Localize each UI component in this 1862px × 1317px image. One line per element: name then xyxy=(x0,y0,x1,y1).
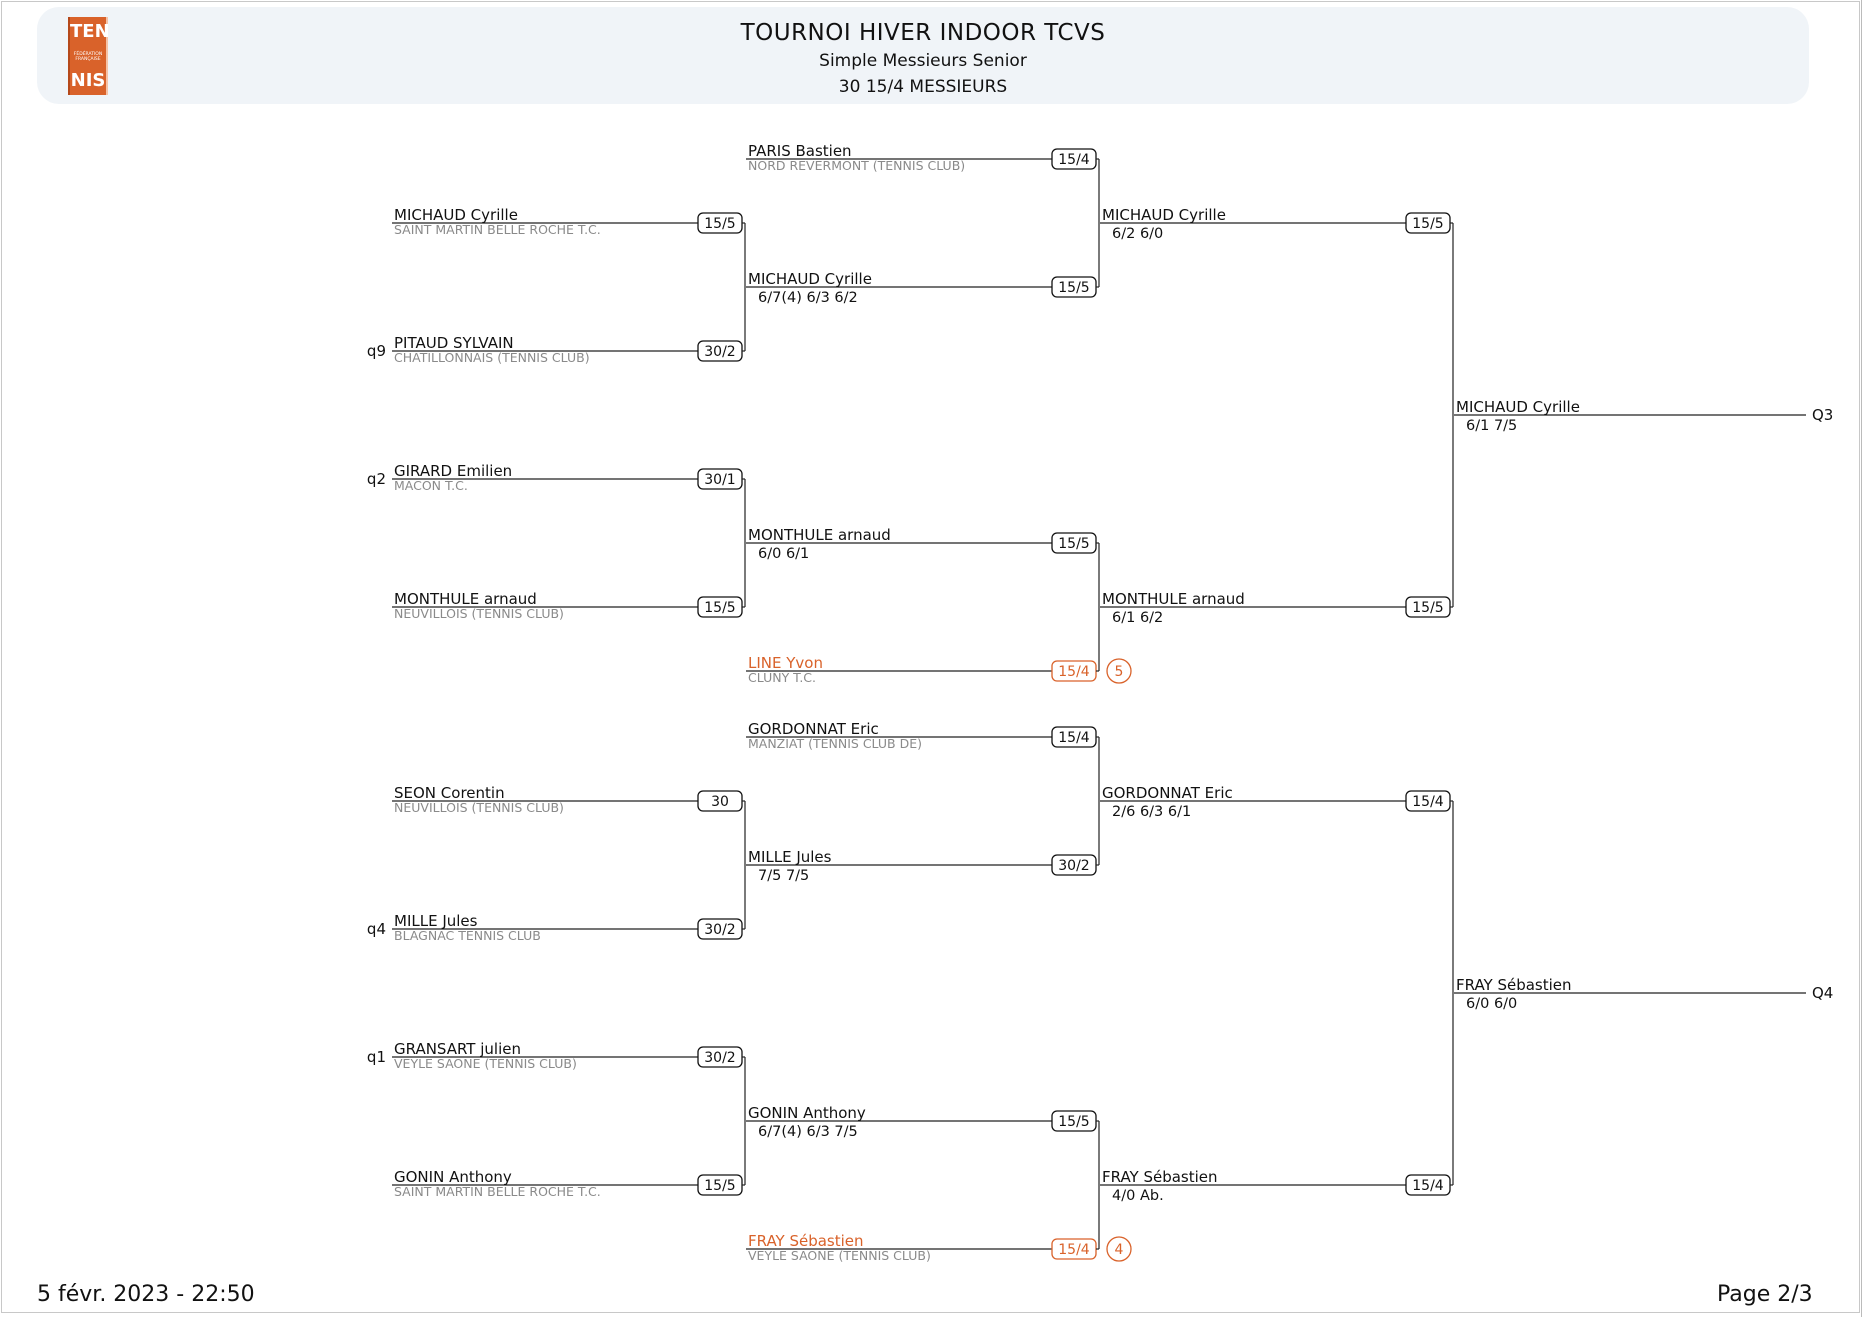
player-club: VEYLE SAONE (TENNIS CLUB) xyxy=(394,1056,577,1071)
player-club: MACON T.C. xyxy=(394,478,468,493)
player-rank: 15/5 xyxy=(704,216,735,232)
head-seed-number: 5 xyxy=(1115,664,1124,680)
player-rank: 15/4 xyxy=(1412,794,1444,810)
logo-text-bottom: NIS xyxy=(70,70,106,91)
player-rank: 30/2 xyxy=(704,922,735,938)
player-rank: 15/5 xyxy=(1412,216,1443,232)
match-score: 6/1 7/5 xyxy=(1466,418,1517,434)
logo-text-middle: FÉDÉRATION FRANÇAISE xyxy=(73,52,103,62)
player-rank: 15/5 xyxy=(1058,536,1089,552)
player-name: MICHAUD Cyrille xyxy=(394,206,518,224)
player-rank: 30/2 xyxy=(704,344,735,360)
match-score: 7/5 7/5 xyxy=(758,868,809,884)
player-rank: 15/4 xyxy=(1412,1178,1444,1194)
match-score: 6/7(4) 6/3 7/5 xyxy=(758,1124,858,1140)
qualifier-seed: q1 xyxy=(367,1048,386,1066)
qualifier-seed: q2 xyxy=(367,470,386,488)
print-date: 5 févr. 2023 - 22:50 xyxy=(37,1282,255,1307)
player-rank: 15/5 xyxy=(1412,600,1443,616)
player-name: MONTHULE arnaud xyxy=(394,590,537,608)
header-titles: TOURNOI HIVER INDOOR TCVS Simple Messieu… xyxy=(37,18,1809,99)
qualifier-seed: q9 xyxy=(367,342,386,360)
event-subtitle: Simple Messieurs Senior xyxy=(819,51,1027,71)
player-rank: 15/4 xyxy=(1058,730,1090,746)
head-seed-circle xyxy=(1106,1236,1132,1262)
page-number: Page 2/3 xyxy=(1717,1282,1813,1307)
match-score: 6/7(4) 6/3 6/2 xyxy=(758,290,858,306)
player-club: CLUNY T.C. xyxy=(748,670,816,685)
player-club: SAINT MARTIN BELLE ROCHE T.C. xyxy=(394,1184,601,1199)
player-name: GONIN Anthony xyxy=(748,1104,866,1122)
player-club: SAINT MARTIN BELLE ROCHE T.C. xyxy=(394,222,601,237)
player-name: MILLE Jules xyxy=(394,912,478,930)
player-name: FRAY Sébastien xyxy=(1456,976,1572,994)
player-name: GIRARD Emilien xyxy=(394,462,512,480)
player-club: NORD REVERMONT (TENNIS CLUB) xyxy=(748,158,965,173)
player-name: GONIN Anthony xyxy=(394,1168,512,1186)
player-name: GORDONNAT Eric xyxy=(1102,784,1233,802)
player-name: PITAUD SYLVAIN xyxy=(394,334,514,352)
player-name: MICHAUD Cyrille xyxy=(1102,206,1226,224)
player-rank: 15/4 xyxy=(1058,152,1090,168)
player-rank: 30 xyxy=(711,794,729,810)
player-name: GRANSART julien xyxy=(394,1040,521,1058)
player-name: MILLE Jules xyxy=(748,848,832,866)
player-club: MANZIAT (TENNIS CLUB DE) xyxy=(748,736,922,751)
match-score: 4/0 Ab. xyxy=(1112,1188,1164,1204)
player-name: SEON Corentin xyxy=(394,784,505,802)
player-rank: 15/5 xyxy=(704,1178,735,1194)
match-score: 6/1 6/2 xyxy=(1112,610,1163,626)
player-name: PARIS Bastien xyxy=(748,142,852,160)
player-club: NEUVILLOIS (TENNIS CLUB) xyxy=(394,800,564,815)
player-rank: 15/4 xyxy=(1058,664,1090,680)
player-name: LINE Yvon xyxy=(748,654,823,672)
player-rank: 15/5 xyxy=(704,600,735,616)
player-name: MONTHULE arnaud xyxy=(748,526,891,544)
tournament-title: TOURNOI HIVER INDOOR TCVS xyxy=(740,20,1106,46)
player-rank: 15/5 xyxy=(1058,280,1089,296)
player-club: BLAGNAC TENNIS CLUB xyxy=(394,928,541,943)
header-band xyxy=(37,7,1809,104)
player-name: FRAY Sébastien xyxy=(748,1232,864,1250)
player-name: MICHAUD Cyrille xyxy=(748,270,872,288)
player-rank: 30/1 xyxy=(704,472,735,488)
match-score: 6/2 6/0 xyxy=(1112,226,1163,242)
player-rank: 30/2 xyxy=(1058,858,1089,874)
head-seed-number: 4 xyxy=(1115,1242,1124,1258)
player-club: VEYLE SAONE (TENNIS CLUB) xyxy=(748,1248,931,1263)
player-name: GORDONNAT Eric xyxy=(748,720,879,738)
match-score: 2/6 6/3 6/1 xyxy=(1112,804,1191,820)
player-rank: 15/5 xyxy=(1058,1114,1089,1130)
qualified-slot-label: Q3 xyxy=(1812,406,1833,424)
player-club: CHATILLONNAIS (TENNIS CLUB) xyxy=(394,350,590,365)
player-rank: 15/4 xyxy=(1058,1242,1090,1258)
player-name: MONTHULE arnaud xyxy=(1102,590,1245,608)
qualifier-seed: q4 xyxy=(367,920,386,938)
tennis-federation-logo: TEN FÉDÉRATION FRANÇAISE NIS xyxy=(68,17,110,95)
category-label: 30 15/4 MESSIEURS xyxy=(838,77,1008,97)
head-seed-circle xyxy=(1106,658,1132,684)
player-rank: 30/2 xyxy=(704,1050,735,1066)
player-name: FRAY Sébastien xyxy=(1102,1168,1218,1186)
player-club: NEUVILLOIS (TENNIS CLUB) xyxy=(394,606,564,621)
match-score: 6/0 6/1 xyxy=(758,546,809,562)
qualified-slot-label: Q4 xyxy=(1812,984,1833,1002)
logo-text-top: TEN xyxy=(70,21,110,42)
match-score: 6/0 6/0 xyxy=(1466,996,1517,1012)
player-name: MICHAUD Cyrille xyxy=(1456,398,1580,416)
